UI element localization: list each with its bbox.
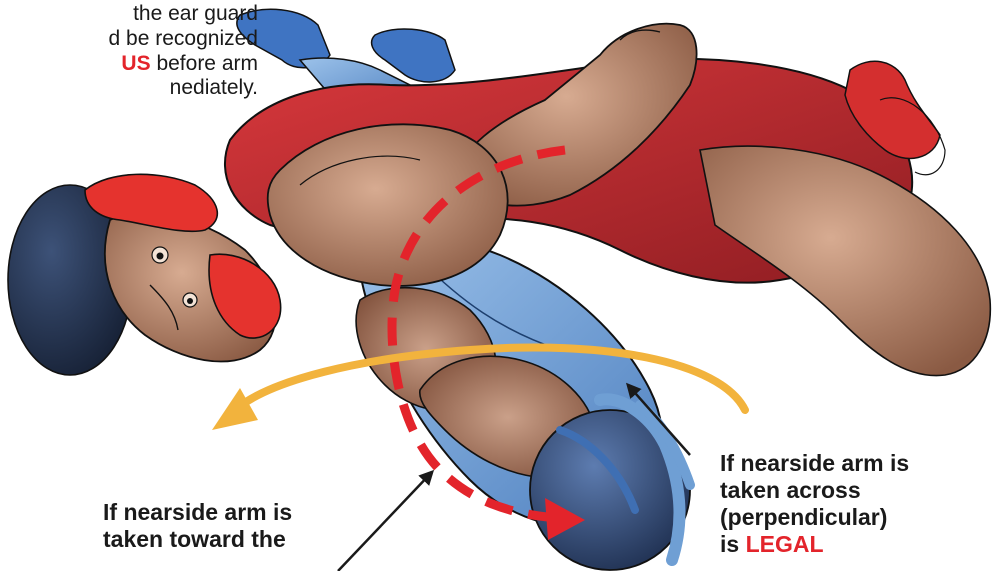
caption-top-line3: US before arm [0, 52, 258, 77]
caption-right-line1: If nearside arm is [720, 450, 1003, 477]
caption-right-line4-prefix: is [720, 531, 746, 557]
caption-top: the ear guard d be recognized US before … [0, 2, 258, 101]
caption-top-line2: d be recognized [0, 27, 258, 52]
caption-left-line1: If nearside arm is [103, 499, 423, 526]
caption-right-line3: (perpendicular) [720, 504, 1003, 531]
caption-left-line2: taken toward the [103, 526, 423, 553]
caption-top-line4: nediately. [0, 76, 258, 101]
caption-right-highlight: LEGAL [746, 531, 824, 557]
caption-left: If nearside arm is taken toward the [103, 499, 423, 553]
caption-top-line3-rest: before arm [151, 52, 258, 75]
caption-right-line2: taken across [720, 477, 1003, 504]
caption-top-line1: the ear guard [0, 2, 258, 27]
caption-top-highlight: US [121, 52, 150, 75]
caption-right-line4: is LEGAL [720, 531, 1003, 558]
caption-right: If nearside arm is taken across (perpend… [720, 450, 1003, 559]
